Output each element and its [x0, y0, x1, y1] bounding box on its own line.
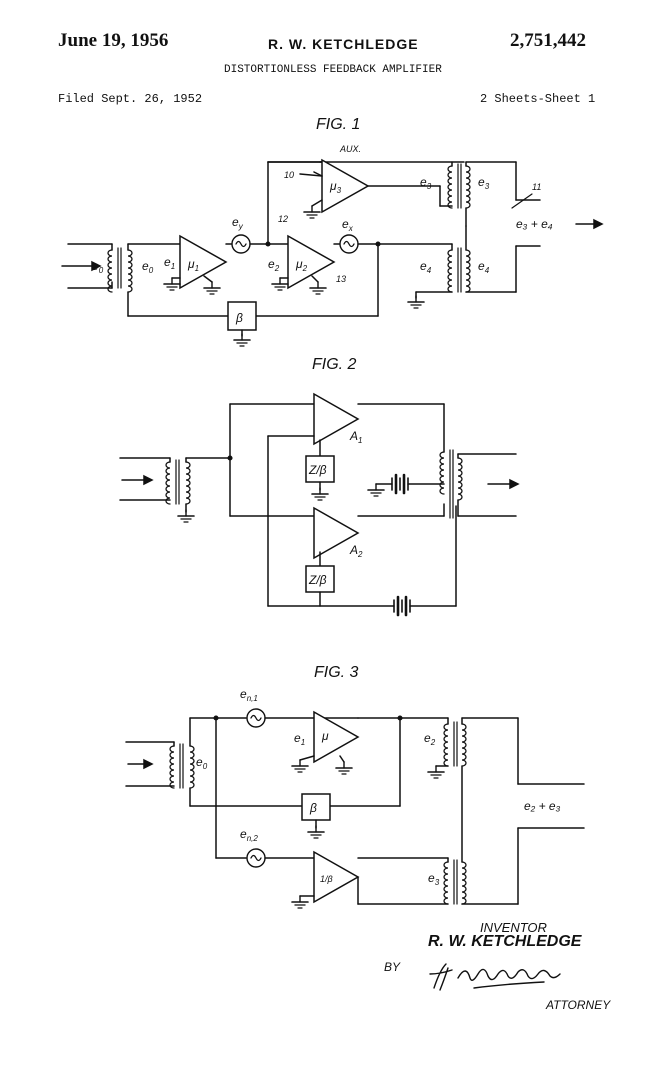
- fig1-input-arrow: [61, 260, 102, 272]
- fig3-amp-inv-beta: [313, 850, 360, 904]
- patent-title: DISTORTIONLESS FEEDBACK AMPLIFIER: [224, 64, 442, 76]
- fig2-battery-center: [391, 473, 409, 495]
- by-label: BY: [384, 960, 401, 974]
- fig2-amp-a1: [313, 392, 360, 446]
- fig3-source-en1: [246, 708, 266, 728]
- fig2-amp-a2: [313, 506, 360, 560]
- fig1-e0-left: e0: [92, 259, 104, 275]
- fig3-mu-label: μ: [321, 729, 329, 743]
- patent-date: June 19, 1956: [58, 30, 169, 51]
- fig2-a1-label: A1: [349, 429, 362, 445]
- fig1-e3-right: e3: [478, 175, 490, 191]
- fig1-caption: FIG. 1: [316, 116, 361, 133]
- attorney-signature: [429, 963, 561, 991]
- fig1-ref-13: 13: [336, 274, 346, 284]
- fig1-e4-right: e4: [478, 259, 490, 275]
- fig1-main-secondary-coil: [465, 249, 471, 293]
- fig3-upper-primary-coil: [443, 723, 449, 767]
- fig1-ref-12: 12: [278, 214, 288, 224]
- fig2-zbeta-label-1: Z/β: [308, 463, 327, 477]
- inventor-name: R. W. KETCHLEDGE: [428, 933, 582, 950]
- fig1-e1-label: e1: [164, 255, 175, 271]
- fig3-e2-label: e2: [424, 731, 436, 747]
- fig1-amp-mu2: [287, 234, 336, 290]
- fig2-zbeta-label-2: Z/β: [308, 573, 327, 587]
- fig3-beta-label: β: [309, 801, 317, 815]
- fig2-caption: FIG. 2: [312, 356, 357, 373]
- fig2-output-secondary-coil: [457, 457, 463, 501]
- fig1-ey-label: ey: [232, 215, 244, 231]
- fig3-en1-label: en,1: [240, 687, 258, 703]
- fig3-upper-secondary-coil: [461, 723, 467, 767]
- fig1-diagram: [61, 158, 604, 347]
- fig1-beta-label: β: [235, 311, 243, 325]
- fig3-amp-mu: [313, 710, 360, 764]
- fig1-mu1-label: μ1: [187, 257, 199, 273]
- fig1-e4-left: e4: [420, 259, 432, 275]
- fig1-input-primary-coil: [107, 249, 113, 293]
- fig2-a2-label: A2: [349, 543, 363, 559]
- fig1-output-label: e₃ + e₄: [516, 217, 553, 231]
- fig1-source-ex: [339, 234, 359, 254]
- fig2-diagram: [119, 392, 520, 617]
- fig2-input-primary-coil: [165, 461, 171, 505]
- fig3-input-secondary-coil: [189, 745, 195, 789]
- fig2-output-primary-coil: [439, 451, 445, 495]
- fig3-diagram: [125, 708, 585, 909]
- attorney-label: ATTORNEY: [546, 998, 611, 1012]
- fig3-caption: FIG. 3: [314, 664, 359, 681]
- fig1-aux-secondary-coil: [465, 165, 471, 209]
- fig1-aux-primary-coil: [447, 165, 453, 209]
- fig1-amp-mu3: [321, 158, 370, 214]
- fig3-lower-secondary-coil: [461, 861, 467, 905]
- fig3-source-en2: [246, 848, 266, 868]
- fig3-e3-label: e3: [428, 871, 440, 887]
- fig3-input-primary-coil: [169, 745, 175, 789]
- fig2-zbeta-box-1: [305, 455, 335, 483]
- filed-date: Filed Sept. 26, 1952: [58, 92, 203, 106]
- patent-number: 2,751,442: [510, 30, 586, 51]
- fig2-battery-bottom: [393, 595, 411, 617]
- fig2-zbeta-box-2: [305, 565, 335, 593]
- fig1-source-ey: [231, 234, 251, 254]
- inventor-header: R. W. KETCHLEDGE: [268, 36, 419, 52]
- fig3-input-arrow: [127, 758, 154, 770]
- fig1-mu2-label: μ2: [295, 257, 308, 273]
- fig3-e0-label: e0: [196, 755, 208, 771]
- fig1-beta-box: [227, 301, 257, 331]
- fig1-amp-mu1: [179, 234, 228, 290]
- fig1-aux-label: AUX.: [339, 144, 361, 154]
- fig1-ex-label: ex: [342, 217, 354, 233]
- fig3-inv-beta-label: 1/β: [320, 874, 333, 884]
- sheet-count: 2 Sheets-Sheet 1: [480, 92, 596, 106]
- fig3-e1-label: e1: [294, 731, 305, 747]
- fig2-output-arrow: [487, 478, 520, 490]
- fig1-mu3-label: μ3: [329, 179, 342, 195]
- fig1-e0-right: e0: [142, 259, 154, 275]
- inventor-label: INVENTOR: [480, 920, 547, 935]
- fig1-e2-label: e2: [268, 257, 280, 273]
- fig1-input-secondary-coil: [127, 249, 133, 293]
- fig3-lower-primary-coil: [443, 861, 449, 905]
- fig2-input-secondary-coil: [185, 461, 191, 505]
- fig1-main-primary-coil: [447, 249, 453, 293]
- fig3-en2-label: en,2: [240, 827, 258, 843]
- fig3-output-label: e₂ + e₃: [524, 799, 561, 813]
- fig1-e3-left: e3: [420, 175, 432, 191]
- fig1-output-arrow: [575, 218, 604, 230]
- fig2-input-arrow: [121, 474, 154, 486]
- fig1-ref-10: 10: [284, 170, 294, 180]
- fig1-ref-11: 11: [532, 182, 541, 192]
